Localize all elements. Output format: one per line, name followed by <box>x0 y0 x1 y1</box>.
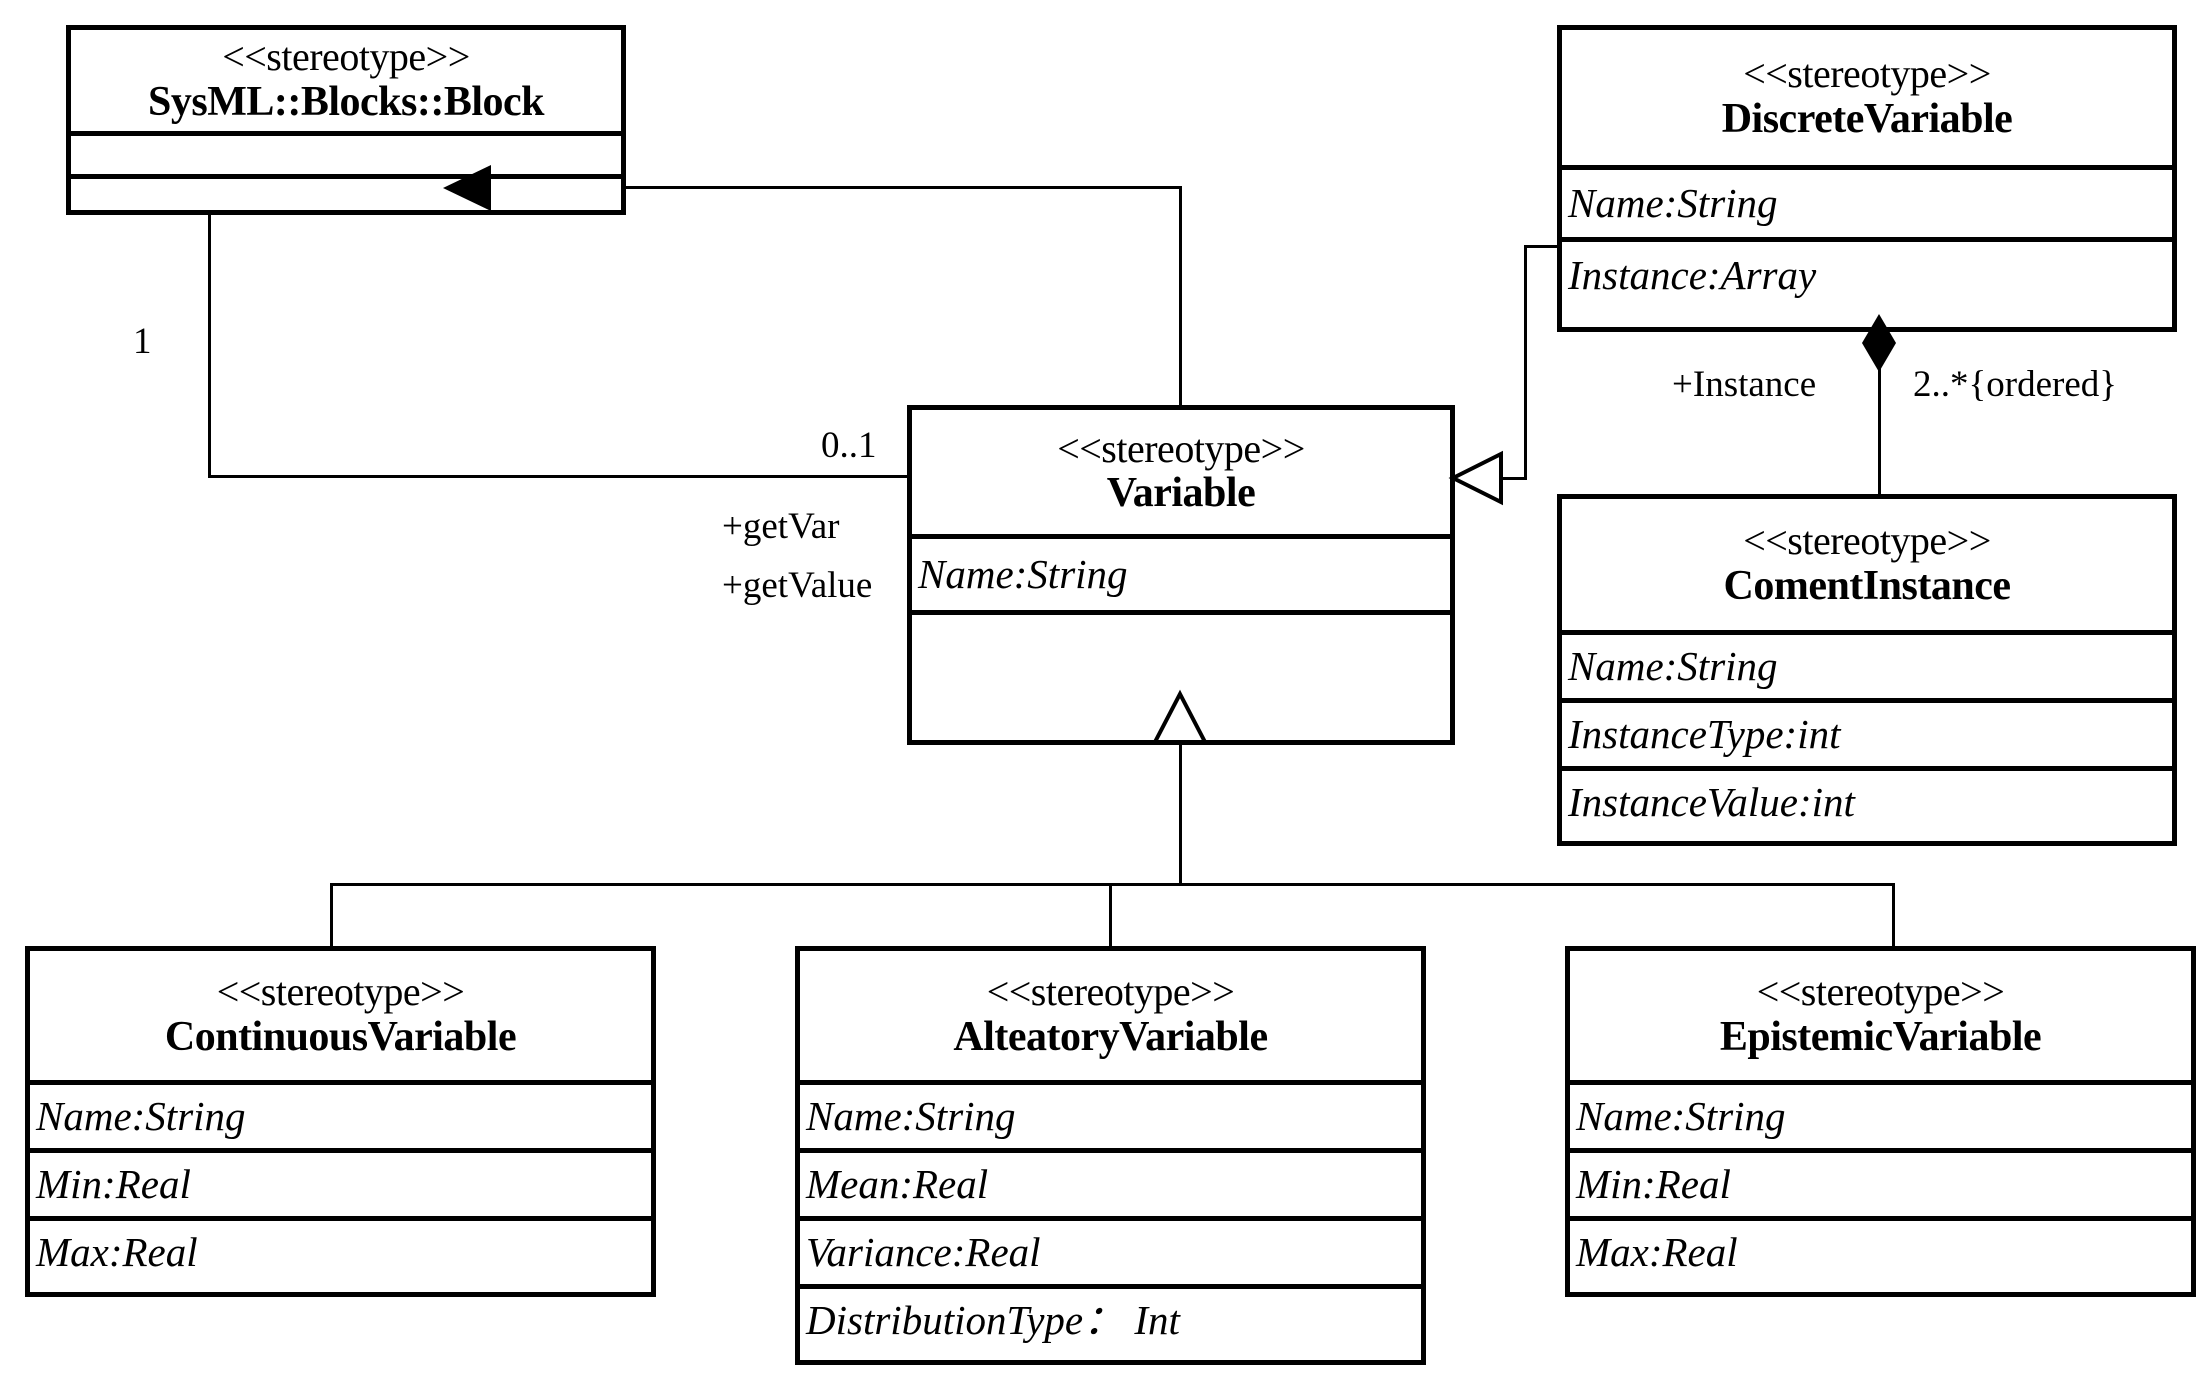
class-name-label: SysML::Blocks::Block <box>147 78 545 125</box>
class-attribute-row: Name:String <box>1562 630 2172 698</box>
class-attribute-row: Max:Real <box>30 1216 651 1284</box>
class-header-sysml-blocks-block: <<stereotype>> SysML::Blocks::Block <box>71 30 621 132</box>
class-header-variable: <<stereotype>> Variable <box>912 410 1450 534</box>
association-variable-vertical-segment <box>1179 186 1182 408</box>
edge-label-role-getvalue: +getValue <box>722 565 873 606</box>
class-attribute-label: Max:Real <box>36 1229 198 1275</box>
class-attribute-label: Name:String <box>918 551 1128 597</box>
class-stereotype-label: <<stereotype>> <box>222 34 470 80</box>
class-attribute-label: InstanceType:int <box>1568 711 1841 757</box>
association-block-horizontal-segment <box>208 475 910 478</box>
class-attribute-row: Instance:Array <box>1562 237 2172 309</box>
class-name-label: DiscreteVariable <box>1721 95 2013 142</box>
class-attribute-row: Variance:Real <box>800 1216 1421 1284</box>
edge-label-role-getvar: +getVar <box>722 506 840 547</box>
class-header-alteatory-variable: <<stereotype>> AlteatoryVariable <box>800 951 1421 1080</box>
class-attribute-row: InstanceType:int <box>1562 698 2172 766</box>
class-attribute-label: Name:String <box>36 1093 246 1139</box>
class-attribute-row: Name:String <box>800 1080 1421 1148</box>
class-stereotype-label: <<stereotype>> <box>1057 425 1305 471</box>
generalization-branch-alteatory <box>1109 883 1112 946</box>
edge-label-block-multiplicity: 1 <box>133 321 152 362</box>
class-attribute-row: Name:String <box>1570 1080 2191 1148</box>
class-stereotype-label: <<stereotype>> <box>216 969 465 1015</box>
class-box-alteatory-variable[interactable]: <<stereotype>> AlteatoryVariable Name:St… <box>795 946 1426 1365</box>
class-header-discrete-variable: <<stereotype>> DiscreteVariable <box>1562 30 2172 165</box>
class-header-epistemic-variable: <<stereotype>> EpistemicVariable <box>1570 951 2191 1080</box>
class-attribute-row: Name:String <box>30 1080 651 1148</box>
generalization-discrete-top-segment <box>1524 245 1566 248</box>
class-name-label: Variable <box>1106 470 1256 517</box>
class-attribute-label: Name:String <box>1576 1093 1786 1139</box>
generalization-branch-continuous <box>330 883 333 946</box>
class-attribute-label: Name:String <box>1568 180 1778 226</box>
generalization-hollow-triangle-tree-icon <box>1151 689 1209 744</box>
class-attribute-label: Mean:Real <box>806 1161 989 1207</box>
class-attribute-label: Instance:Array <box>1568 252 1817 298</box>
class-attribute-label: Name:String <box>1568 643 1778 689</box>
class-header-coment-instance: <<stereotype>> ComentInstance <box>1562 499 2172 630</box>
class-attribute-label: Max:Real <box>1576 1229 1738 1275</box>
class-attribute-label: Min:Real <box>36 1161 191 1207</box>
composition-filled-diamond-icon <box>1862 314 1896 372</box>
class-box-discrete-variable[interactable]: <<stereotype>> DiscreteVariable Name:Str… <box>1557 25 2177 332</box>
generalization-tree-trunk <box>1179 745 1182 885</box>
generalization-branch-epistemic <box>1892 883 1895 946</box>
class-attribute-row: Name:String <box>912 534 1450 610</box>
class-stereotype-label: <<stereotype>> <box>986 969 1235 1015</box>
class-attribute-label: InstanceValue:int <box>1568 779 1855 825</box>
association-variable-horizontal-segment <box>463 186 1181 189</box>
class-attribute-label: Min:Real <box>1576 1161 1731 1207</box>
generalization-discrete-vertical-segment <box>1524 245 1527 479</box>
class-box-sysml-blocks-block[interactable]: <<stereotype>> SysML::Blocks::Block <box>66 25 626 215</box>
class-name-label: ContinuousVariable <box>164 1013 517 1060</box>
generalization-discrete-bottom-segment <box>1497 477 1527 480</box>
edge-label-instance-multiplicity: 2..*{ordered} <box>1913 364 2118 405</box>
class-attribute-row: Min:Real <box>30 1148 651 1216</box>
class-attribute-label: DistributionType： Int <box>806 1297 1180 1343</box>
class-attribute-row: InstanceValue:int <box>1562 766 2172 834</box>
generalization-hollow-triangle-discrete-icon <box>1448 450 1503 506</box>
class-attribute-label: Name:String <box>806 1093 1016 1139</box>
association-arrowhead-icon <box>443 165 491 211</box>
class-attribute-row: DistributionType： Int <box>800 1284 1421 1352</box>
class-box-epistemic-variable[interactable]: <<stereotype>> EpistemicVariable Name:St… <box>1565 946 2196 1297</box>
class-name-label: AlteatoryVariable <box>953 1013 1268 1060</box>
composition-vertical-segment <box>1878 332 1881 496</box>
class-stereotype-label: <<stereotype>> <box>1743 51 1991 97</box>
class-attributes-compartment-empty <box>71 131 621 174</box>
association-block-vertical-segment <box>208 213 211 478</box>
class-name-label: ComentInstance <box>1723 562 2011 609</box>
class-name-label: EpistemicVariable <box>1719 1013 2042 1060</box>
class-attribute-row: Mean:Real <box>800 1148 1421 1216</box>
class-attribute-label: Variance:Real <box>806 1229 1041 1275</box>
class-header-continuous-variable: <<stereotype>> ContinuousVariable <box>30 951 651 1080</box>
class-operations-compartment-empty <box>912 610 1450 675</box>
class-stereotype-label: <<stereotype>> <box>1743 518 1991 564</box>
edge-label-role-instance: +Instance <box>1672 364 1817 405</box>
class-attribute-row: Min:Real <box>1570 1148 2191 1216</box>
class-stereotype-label: <<stereotype>> <box>1756 969 2005 1015</box>
class-box-coment-instance[interactable]: <<stereotype>> ComentInstance Name:Strin… <box>1557 494 2177 846</box>
generalization-tree-crossbar <box>330 883 1895 886</box>
class-box-continuous-variable[interactable]: <<stereotype>> ContinuousVariable Name:S… <box>25 946 656 1297</box>
edge-label-variable-multiplicity: 0..1 <box>821 425 877 466</box>
class-attribute-row: Max:Real <box>1570 1216 2191 1284</box>
class-attribute-row: Name:String <box>1562 165 2172 237</box>
class-operations-compartment-empty <box>71 173 621 210</box>
